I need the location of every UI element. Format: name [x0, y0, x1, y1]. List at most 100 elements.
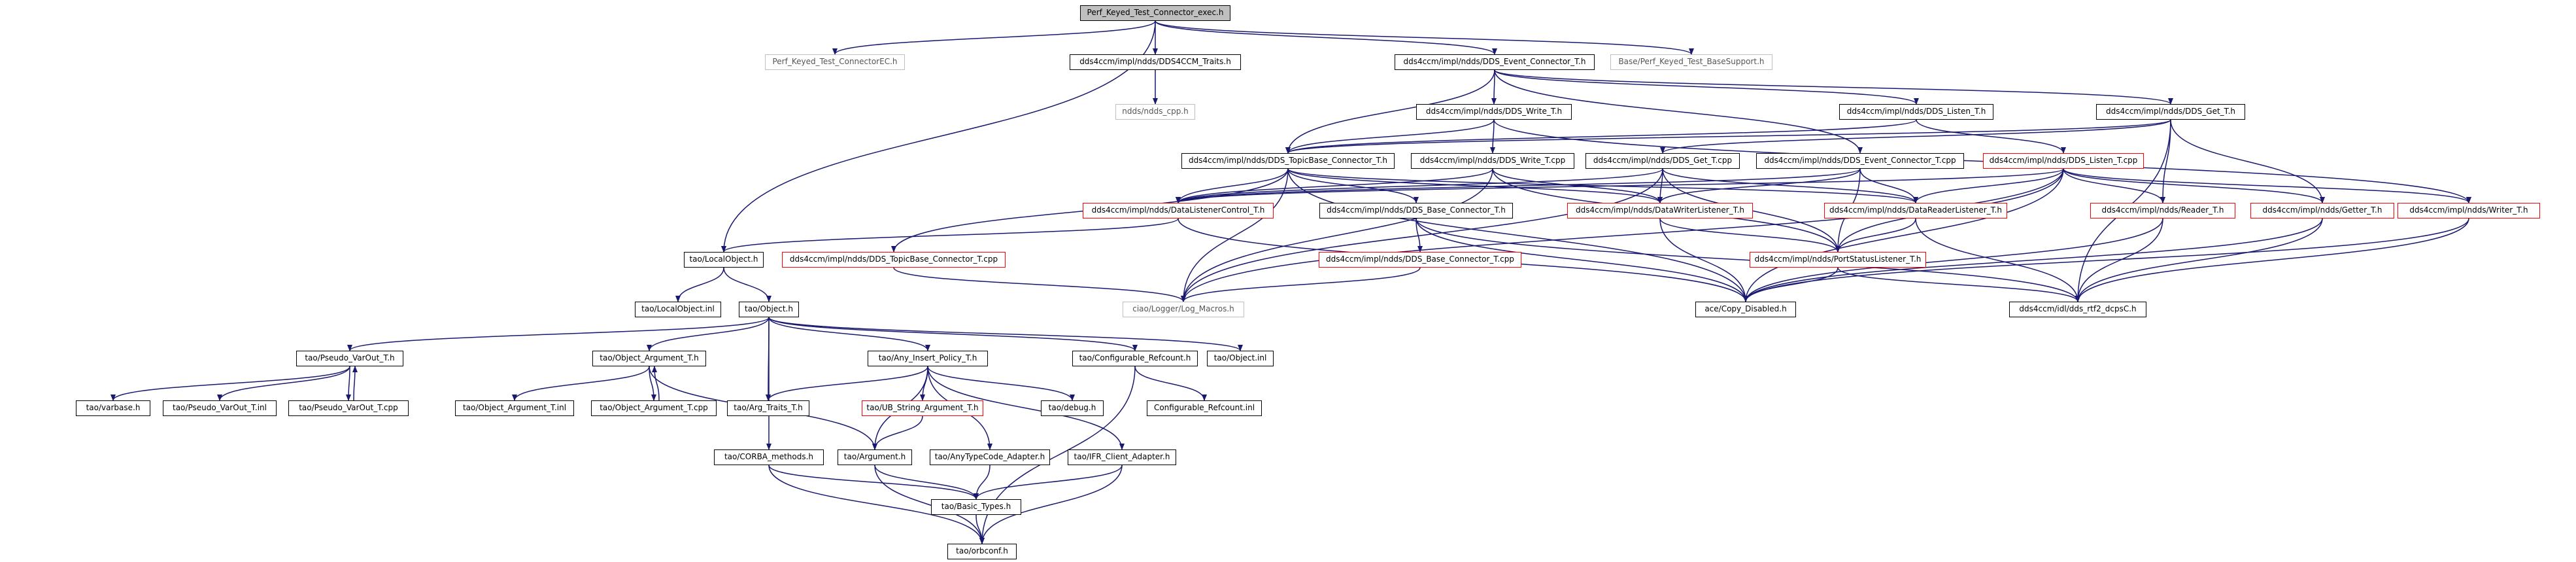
edge-any_insert_h-to-ifr_client_h [927, 366, 1125, 450]
node-topicbase-cpp[interactable]: dds4ccm/impl/ndds/DDS_TopicBase_Connecto… [782, 252, 1006, 268]
edge-argument_h-to-basic_types_h [874, 465, 979, 500]
edge-get_t_cpp-to-log_macros [1181, 168, 1663, 302]
edge-object_arg_h-to-object_arg_inl [512, 366, 650, 401]
node-debug-h[interactable]: tao/debug.h [1041, 400, 1104, 416]
edge-topicbase_h-to-base_conn_h [1287, 168, 1419, 203]
node-copy-disabled[interactable]: ace/Copy_Disabled.h [1695, 302, 1796, 317]
node-pseudo-varout-inl[interactable]: tao/Pseudo_VarOut_T.inl [163, 400, 277, 416]
edge-event_conn_t-to-topicbase_h [1285, 69, 1495, 154]
node-object-arg-inl[interactable]: tao/Object_Argument_T.inl [455, 400, 574, 416]
edge-base_conn_h-to-base_conn_cpp [1415, 218, 1423, 253]
edge-listen_t_cpp-to-getter_h [2063, 168, 2325, 203]
edge-pseudo_varout_h-to-varbase_h [110, 366, 350, 401]
edge-reader_h-to-rtf2_dcps [2075, 218, 2163, 302]
edge-listen_t_cpp-to-writer_h [2063, 168, 2471, 203]
edge-writer_h-to-copy_disabled [1743, 218, 2469, 302]
node-base-conn-cpp[interactable]: dds4ccm/impl/ndds/DDS_Base_Connector_T.c… [1319, 252, 1521, 268]
edge-object_h-to-config_refcount_h [768, 317, 1138, 351]
edge-dlc_h-to-localobject_h [721, 218, 1179, 253]
edge-root-to-base_support [1155, 20, 1694, 55]
node-writer-h[interactable]: dds4ccm/impl/ndds/Writer_T.h [2398, 203, 2540, 219]
edge-write_t_cpp-to-log_macros [1181, 168, 1493, 302]
edge-object_arg_cpp-to-object_arg_h [652, 366, 660, 401]
node-base-conn-h[interactable]: dds4ccm/impl/ndds/DDS_Base_Connector_T.h [1319, 203, 1513, 219]
edge-corba_methods_h-to-basic_types_h [768, 465, 979, 500]
node-listen-t-h[interactable]: dds4ccm/impl/ndds/DDS_Listen_T.h [1839, 104, 1993, 120]
node-reader-h[interactable]: dds4ccm/impl/ndds/Reader_T.h [2090, 203, 2235, 219]
edge-argument_h-to-orbconf_h [874, 465, 985, 544]
node-drl-h[interactable]: dds4ccm/impl/ndds/DataReaderListener_T.h [1824, 203, 2007, 219]
edge-listen_t_cpp-to-log_macros [1181, 168, 2064, 302]
node-anytypecode-h[interactable]: tao/AnyTypeCode_Adapter.h [930, 449, 1050, 465]
edge-base_conn_h-to-copy_disabled [1415, 218, 1748, 302]
edge-reader_h-to-copy_disabled [1743, 218, 2163, 302]
node-pseudo-varout-h[interactable]: tao/Pseudo_VarOut_T.h [296, 351, 403, 366]
edge-object_h-to-object_arg_h [647, 317, 770, 351]
edge-anytypecode_h-to-basic_types_h [974, 465, 991, 500]
edge-ub_string_h-to-argument_h [872, 415, 923, 450]
node-basic-types-h[interactable]: tao/Basic_Types.h [931, 499, 1021, 515]
node-dlc-h[interactable]: dds4ccm/impl/ndds/DataListenerControl_T.… [1083, 203, 1274, 219]
node-ub-string-h[interactable]: tao/UB_String_Argument_T.h [862, 400, 983, 416]
node-get-t-cpp[interactable]: dds4ccm/impl/ndds/DDS_Get_T.cpp [1585, 153, 1740, 169]
node-dwl-h[interactable]: dds4ccm/impl/ndds/DataWriterListener_T.h [1567, 203, 1753, 219]
edge-get_t_cpp-to-drl_h [1662, 168, 1918, 203]
node-localobject-inl[interactable]: tao/LocalObject.inl [635, 302, 721, 317]
node-ccm-traits[interactable]: dds4ccm/impl/ndds/DDS4CCM_Traits.h [1070, 54, 1241, 70]
node-event-conn-cpp[interactable]: dds4ccm/impl/ndds/DDS_Event_Connector_T.… [1756, 153, 1964, 169]
node-topicbase-h[interactable]: dds4ccm/impl/ndds/DDS_TopicBase_Connecto… [1181, 153, 1395, 169]
edge-root-to-event_conn_t [1155, 20, 1497, 55]
edge-listen_t_cpp-to-drl_h [1913, 168, 2064, 203]
edge-pseudo_varout_h-to-pseudo_varout_inl [217, 366, 350, 401]
node-localobject-h[interactable]: tao/LocalObject.h [684, 252, 764, 268]
edge-get_t_h-to-topicbase_h [1285, 119, 2171, 154]
node-argument-h[interactable]: tao/Argument.h [838, 449, 912, 465]
node-getter-h[interactable]: dds4ccm/impl/ndds/Getter_T.h [2250, 203, 2394, 219]
node-arg-traits-h[interactable]: tao/Arg_Traits_T.h [727, 400, 809, 416]
edge-event_conn_cpp-to-dlc_h [1176, 168, 1861, 203]
edge-listen_t_h-to-topicbase_h [1285, 119, 1917, 154]
edge-ifr_client_h-to-basic_types_h [974, 465, 1123, 500]
node-object-inl[interactable]: tao/Object.inl [1207, 351, 1274, 366]
edge-dwl_h-to-psl_h [1659, 218, 1840, 253]
node-pseudo-varout-cpp[interactable]: tao/Pseudo_VarOut_T.cpp [288, 400, 409, 416]
edge-get_t_h-to-get_t_cpp [1660, 119, 2171, 154]
edge-topicbase_h-to-dlc_h [1176, 168, 1289, 203]
edge-basic_types_h-to-orbconf_h [975, 514, 985, 544]
edge-write_t_cpp-to-dlc_h [1176, 168, 1493, 203]
node-any-insert-h[interactable]: tao/Any_Insert_Policy_T.h [868, 351, 988, 366]
edge-object_h-to-any_insert_h [768, 317, 930, 351]
edge-listen_t_cpp-to-dlc_h [1176, 168, 2064, 203]
node-get-t-h[interactable]: dds4ccm/impl/ndds/DDS_Get_T.h [2096, 104, 2245, 120]
node-write-t-cpp[interactable]: dds4ccm/impl/ndds/DDS_Write_T.cpp [1411, 153, 1574, 169]
node-varbase-h[interactable]: tao/varbase.h [76, 400, 150, 416]
edge-localobject_h-to-localobject_inl [675, 267, 724, 302]
edge-event_conn_t-to-get_t_h [1494, 69, 2173, 105]
node-object-arg-h[interactable]: tao/Object_Argument_T.h [592, 351, 706, 366]
node-orbconf-h[interactable]: tao/orbconf.h [947, 544, 1017, 559]
node-base-support: Base/Perf_Keyed_Test_BaseSupport.h [1610, 54, 1772, 70]
node-config-refcount-h[interactable]: tao/Configurable_Refcount.h [1072, 351, 1198, 366]
node-object-arg-cpp[interactable]: tao/Object_Argument_T.cpp [591, 400, 717, 416]
node-ifr-client-h[interactable]: tao/IFR_Client_Adapter.h [1068, 449, 1176, 465]
edge-topicbase_cpp-to-log_macros [893, 267, 1186, 302]
edge-getter_h-to-copy_disabled [1743, 218, 2323, 302]
edge-base_conn_cpp-to-log_macros [1181, 267, 1421, 302]
node-listen-t-cpp[interactable]: dds4ccm/impl/ndds/DDS_Listen_T.cpp [1983, 153, 2144, 169]
edge-object_arg_h-to-object_arg_cpp [649, 366, 656, 401]
edge-dwl_h-to-copy_disabled [1659, 218, 1748, 302]
node-ndds-cpp: ndds/ndds_cpp.h [1115, 104, 1195, 120]
node-write-t-h[interactable]: dds4ccm/impl/ndds/DDS_Write_T.h [1416, 104, 1572, 120]
edge-topicbase_h-to-dwl_h [1287, 168, 1663, 203]
node-rtf2-dcps[interactable]: dds4ccm/idl/dds_rtf2_dcpsC.h [2009, 302, 2146, 317]
node-psl-h[interactable]: dds4ccm/impl/ndds/PortStatusListener_T.h [1750, 252, 1926, 268]
node-corba-methods-h[interactable]: tao/CORBA_methods.h [714, 449, 824, 465]
node-root: Perf_Keyed_Test_Connector_exec.h [1080, 5, 1230, 21]
edge-getter_h-to-rtf2_dcps [2075, 218, 2323, 302]
node-event-conn-t[interactable]: dds4ccm/impl/ndds/DDS_Event_Connector_T.… [1395, 54, 1595, 70]
node-object-h[interactable]: tao/Object.h [739, 302, 799, 317]
node-log-macros: ciao/Logger/Log_Macros.h [1123, 302, 1244, 317]
node-config-refcount-inl[interactable]: Configurable_Refcount.inl [1147, 400, 1262, 416]
